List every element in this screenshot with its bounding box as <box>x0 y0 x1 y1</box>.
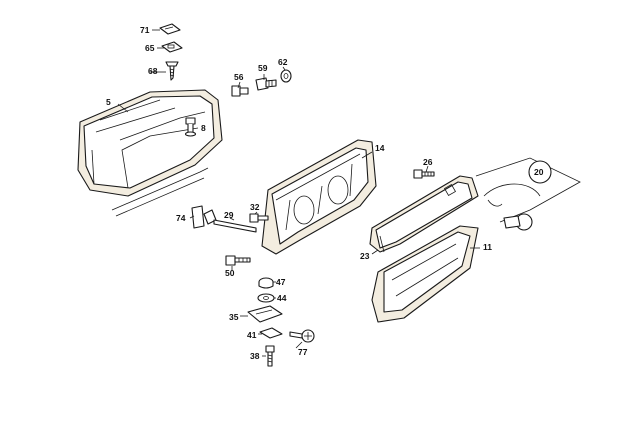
callout-labels: 71 65 68 5 8 56 59 62 14 26 20 74 29 32 … <box>106 25 544 361</box>
screw-56 <box>231 85 249 97</box>
clip-71 <box>159 23 181 35</box>
callout-11: 11 <box>483 242 492 252</box>
callout-71: 71 <box>140 25 150 35</box>
bracket-74 <box>191 205 205 229</box>
callout-38: 38 <box>250 351 260 361</box>
callout-77: 77 <box>298 347 308 357</box>
screw-77 <box>289 329 315 343</box>
screw-68 <box>165 61 179 81</box>
leader-lines <box>117 29 480 357</box>
screw-26 <box>413 169 435 179</box>
washer-62 <box>280 69 292 83</box>
nut-47 <box>258 277 274 289</box>
bracket-35 <box>247 305 283 323</box>
screw-59 <box>255 77 277 91</box>
trim-frame-14 <box>261 139 377 255</box>
callout-29: 29 <box>224 210 234 220</box>
glovebox-housing <box>77 89 223 217</box>
push-clip-8 <box>184 117 197 137</box>
callout-65: 65 <box>145 43 155 53</box>
callout-47: 47 <box>276 277 286 287</box>
callout-23: 23 <box>360 251 370 261</box>
callout-74: 74 <box>176 213 186 223</box>
clip-41 <box>259 327 283 339</box>
callout-44: 44 <box>277 293 287 303</box>
callout-5: 5 <box>106 97 111 107</box>
callout-20: 20 <box>534 167 544 177</box>
callout-68: 68 <box>148 66 158 76</box>
washer-44 <box>257 293 275 303</box>
callout-56: 56 <box>234 72 244 82</box>
callout-50: 50 <box>225 268 235 278</box>
callout-14: 14 <box>375 143 385 153</box>
callout-41: 41 <box>247 330 257 340</box>
callout-35: 35 <box>229 312 239 322</box>
rod-29 <box>203 209 257 233</box>
clip-65 <box>161 41 183 53</box>
callout-59: 59 <box>258 63 268 73</box>
callout-32: 32 <box>250 202 260 212</box>
screw-50 <box>225 255 251 266</box>
glovebox-door-11 <box>371 225 479 323</box>
lid-frame-23 <box>369 175 479 253</box>
lock-assembly-20 <box>475 157 581 231</box>
screw-32 <box>249 213 269 223</box>
callout-62: 62 <box>278 57 288 67</box>
callout-26: 26 <box>423 157 433 167</box>
screw-38 <box>265 345 275 367</box>
callout-8: 8 <box>201 123 206 133</box>
